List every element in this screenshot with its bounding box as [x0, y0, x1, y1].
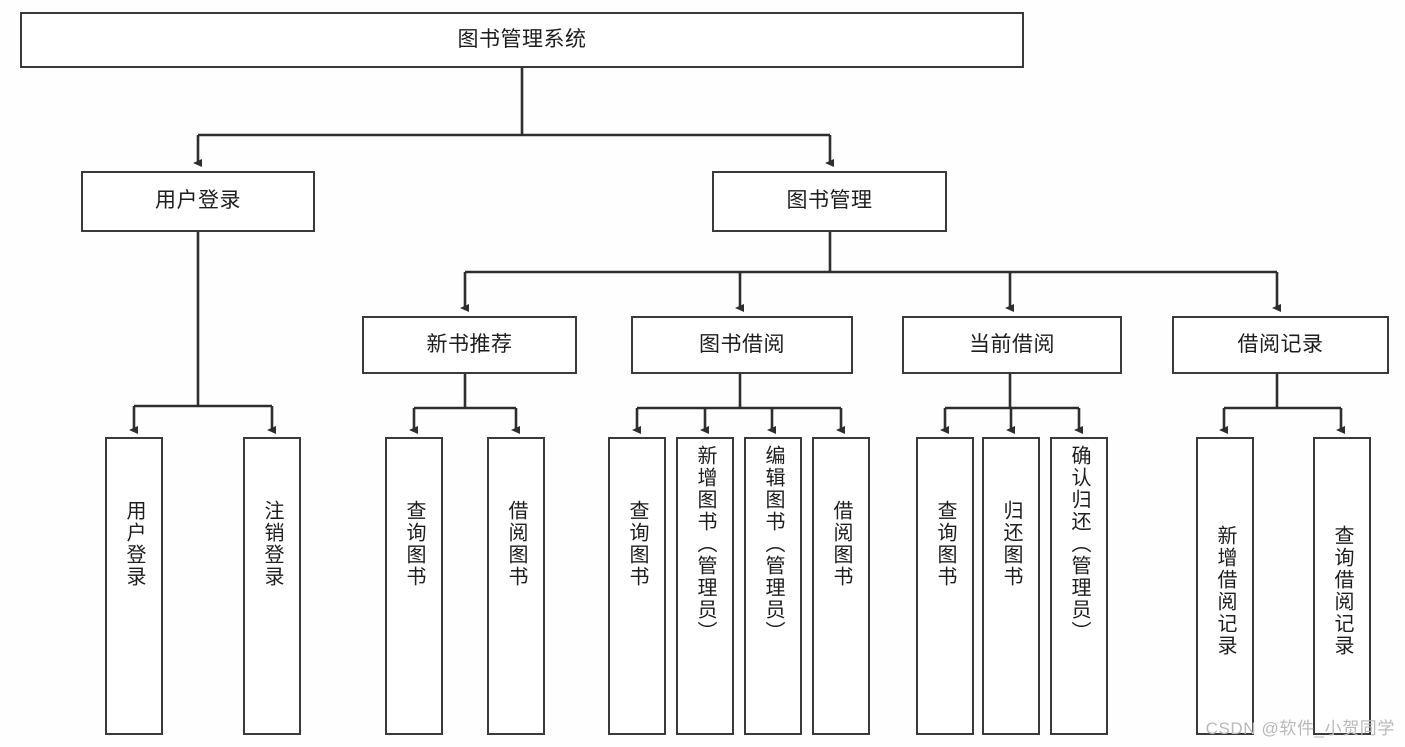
node-leaf-confirm-return[interactable]: 确认归还（管理员） — [1050, 437, 1108, 735]
node-leaf-logout[interactable]: 注销登录 — [243, 437, 301, 735]
node-leaf-borrow-book-new[interactable]: 借阅图书 — [487, 437, 545, 735]
node-leaf-logout-label: 注销登录 — [261, 500, 283, 588]
node-leaf-borrow-book-label: 借阅图书 — [830, 500, 852, 588]
node-borrow-record[interactable]: 借阅记录 — [1172, 316, 1389, 374]
node-leaf-add-book[interactable]: 新增图书（管理员） — [676, 437, 734, 735]
node-book-management-label: 图书管理 — [786, 189, 873, 213]
node-leaf-add-borrow-record[interactable]: 新增借阅记录 — [1196, 437, 1254, 735]
node-leaf-edit-book[interactable]: 编辑图书（管理员） — [744, 437, 802, 735]
node-borrow-record-label: 借阅记录 — [1237, 332, 1324, 356]
node-user-login[interactable]: 用户登录 — [81, 171, 315, 232]
node-leaf-query-borrow-record-label: 查询借阅记录 — [1331, 525, 1353, 657]
node-current-borrow[interactable]: 当前借阅 — [902, 316, 1122, 374]
node-book-borrow-label: 图书借阅 — [699, 332, 785, 356]
node-leaf-query-book-borrow-label: 查询图书 — [626, 500, 648, 588]
node-leaf-query-book-borrow[interactable]: 查询图书 — [608, 437, 666, 735]
node-leaf-query-book-new[interactable]: 查询图书 — [385, 437, 443, 735]
node-leaf-query-borrow-record[interactable]: 查询借阅记录 — [1313, 437, 1371, 735]
node-leaf-return-book-label: 归还图书 — [1000, 500, 1022, 588]
node-root-label: 图书管理系统 — [457, 27, 587, 51]
node-user-login-label: 用户登录 — [155, 189, 241, 213]
node-new-book-recommend[interactable]: 新书推荐 — [362, 316, 577, 374]
node-new-book-recommend-label: 新书推荐 — [426, 332, 513, 356]
node-leaf-confirm-return-label: 确认归还（管理员） — [1068, 445, 1090, 643]
node-leaf-query-book-new-label: 查询图书 — [403, 500, 425, 588]
node-leaf-edit-book-label: 编辑图书（管理员） — [762, 445, 784, 643]
watermark: CSDN @软件_小贺同学 — [1205, 719, 1395, 738]
node-leaf-add-borrow-record-label: 新增借阅记录 — [1214, 525, 1236, 657]
node-leaf-user-login-label: 用户登录 — [123, 500, 145, 588]
node-leaf-query-book-current[interactable]: 查询图书 — [916, 437, 974, 735]
node-leaf-borrow-book[interactable]: 借阅图书 — [812, 437, 870, 735]
node-book-management[interactable]: 图书管理 — [712, 171, 947, 232]
node-current-borrow-label: 当前借阅 — [969, 332, 1055, 356]
node-leaf-return-book[interactable]: 归还图书 — [982, 437, 1040, 735]
node-leaf-add-book-label: 新增图书（管理员） — [694, 445, 716, 643]
node-leaf-borrow-book-new-label: 借阅图书 — [505, 500, 527, 588]
node-root[interactable]: 图书管理系统 — [20, 12, 1024, 68]
node-book-borrow[interactable]: 图书借阅 — [631, 316, 853, 374]
node-leaf-user-login[interactable]: 用户登录 — [105, 437, 163, 735]
node-leaf-query-book-current-label: 查询图书 — [934, 500, 956, 588]
